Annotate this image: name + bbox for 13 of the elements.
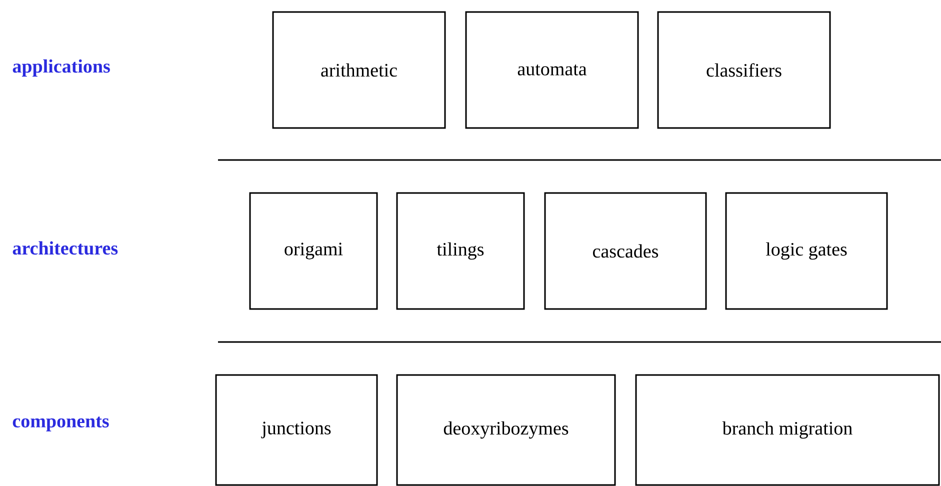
box: automata	[465, 11, 639, 129]
box: deoxyribozymes	[396, 374, 616, 486]
box: origami	[249, 192, 378, 310]
box: junctions	[215, 374, 378, 486]
box: arithmetic	[272, 11, 446, 129]
layer-label: architectures	[12, 241, 118, 255]
box: branch migration	[635, 374, 940, 486]
layer-label: applications	[12, 59, 110, 77]
box: cascades	[544, 192, 707, 310]
box: tilings	[396, 192, 525, 310]
box: classifiers	[657, 11, 831, 129]
box: logic gates	[725, 192, 888, 310]
layer-label: components	[12, 416, 109, 432]
